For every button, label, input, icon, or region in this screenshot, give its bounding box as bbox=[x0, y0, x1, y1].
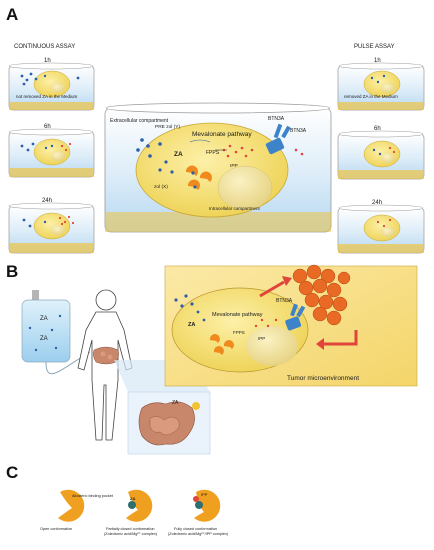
fully-closed-conformation: IPP Fully closed conformation (Zoledroni… bbox=[168, 489, 229, 536]
colon-za-label: ZA bbox=[172, 400, 179, 406]
extracellular-label: Extracellular compartment bbox=[110, 118, 169, 124]
btn3a-label-1: BTN3A bbox=[268, 116, 285, 122]
colon-small bbox=[93, 346, 119, 365]
bag-label-2: ZA bbox=[40, 336, 48, 342]
time-label: 1h bbox=[374, 58, 381, 64]
panel-b-btn3a-label: BTN3A bbox=[276, 298, 293, 304]
mevalonate-pathway-label: Mevalonate pathway bbox=[192, 131, 252, 138]
tumor-microenvironment-panel: Mevalonate pathway FPPS IPP BTN3A ZA Tum bbox=[164, 264, 418, 387]
ipp-molecules bbox=[222, 144, 304, 158]
continuous-well-24h: 24h bbox=[8, 198, 95, 254]
fpps-enzymes bbox=[185, 165, 212, 190]
allosteric-label: Allosteric binding pocket bbox=[72, 494, 114, 498]
panel-a-letter: A bbox=[6, 5, 18, 24]
continuous-well-1h: 1h not removed ZA in the Medium bbox=[8, 58, 95, 111]
continuous-note: not removed ZA in the Medium bbox=[16, 94, 78, 99]
continuous-assay-title: CONTINUOUS ASSAY bbox=[14, 44, 75, 50]
time-label: 1h bbox=[44, 58, 51, 64]
btn3a-receptor bbox=[265, 123, 291, 155]
pulse-assay-title: PULSE ASSAY bbox=[354, 44, 395, 50]
nucleus bbox=[217, 165, 273, 211]
panel-c-za-label: ZA bbox=[130, 496, 135, 501]
caption-full-1: Fully closed conformation bbox=[174, 527, 217, 531]
caption-open: Open conformation bbox=[40, 527, 72, 531]
panel-b-fpps-label: FPPS bbox=[233, 330, 245, 335]
pulse-well-1h: 1h removed ZA in the Medium bbox=[337, 58, 425, 111]
za-molecules bbox=[136, 138, 174, 174]
panel-b-letter: B bbox=[6, 262, 18, 281]
iv-bag: ZA ZA bbox=[21, 290, 91, 375]
continuous-well-6h: 6h bbox=[8, 124, 95, 178]
caption-full-2: (Zoledronic acid/Mg²⁺/IPP complex) bbox=[168, 532, 229, 536]
panel-b-pathway-label: Mevalonate pathway bbox=[212, 312, 263, 318]
caption-partial-1: Partially closed conformation bbox=[106, 527, 155, 531]
partially-closed-conformation: ZA Partially closed conformation (Zoledr… bbox=[104, 489, 158, 536]
colon-large bbox=[138, 401, 200, 446]
fpps-label: FPPS bbox=[206, 150, 220, 156]
panel-c-ipp-label: IPP bbox=[201, 492, 208, 497]
t-cells bbox=[292, 264, 351, 326]
central-well: Extracellular compartment Intracellular … bbox=[104, 102, 332, 233]
panel-c-letter: C bbox=[6, 463, 18, 482]
open-conformation: Allosteric binding pocket Open conformat… bbox=[40, 489, 114, 531]
time-label: 6h bbox=[374, 126, 381, 132]
intracellular-label: Intracellular compartment bbox=[209, 206, 261, 211]
time-label: 6h bbox=[44, 124, 51, 130]
pulse-well-6h: 6h bbox=[337, 126, 425, 180]
za-label: ZA bbox=[174, 151, 183, 158]
time-label: 24h bbox=[372, 200, 382, 206]
pre-zol-label: PRE zol (Y) bbox=[155, 124, 180, 130]
pulse-well-24h: 24h bbox=[337, 200, 425, 254]
zol-label: zol (X) bbox=[154, 184, 168, 190]
bag-label-1: ZA bbox=[40, 316, 48, 322]
btn3a-label-2: BTN3A bbox=[290, 128, 307, 134]
pulse-note: removed ZA in the Medium bbox=[344, 94, 398, 99]
panel-b-za-label: ZA bbox=[188, 322, 195, 328]
time-label: 24h bbox=[42, 198, 52, 204]
panel-b-ipp-label: IPP bbox=[258, 336, 265, 341]
caption-partial-2: (Zoledronic acid/Mg²⁺ complex) bbox=[104, 532, 158, 536]
ipp-label: IPP bbox=[230, 163, 238, 169]
tumor-microenvironment-label: Tumor microenvironment bbox=[287, 375, 359, 382]
